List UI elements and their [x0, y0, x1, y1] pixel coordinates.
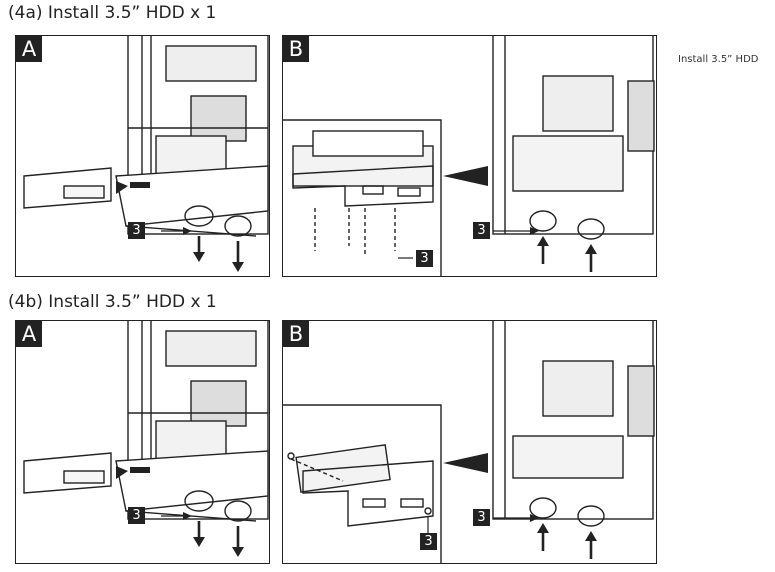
panel-label: B — [283, 321, 309, 347]
section-title: (4b) Install 3.5” HDD x 1 — [8, 292, 217, 312]
panel-label: A — [16, 321, 42, 347]
panel-label: B — [283, 36, 309, 62]
step-badge: 3 — [128, 507, 145, 524]
panel-label: A — [16, 36, 42, 62]
illustration-install-hdd — [283, 321, 655, 563]
side-caption: Install 3.5” HDD — [678, 54, 759, 65]
illustration-remove-tray — [23, 36, 269, 272]
section-title: (4a) Install 3.5” HDD x 1 — [8, 3, 217, 23]
illustration-remove-tray — [23, 321, 269, 557]
panel-a-4b: A 3 — [15, 320, 270, 564]
panel-a-4a: A 3 — [15, 35, 270, 277]
panel-b-4a: B 3 3 — [282, 35, 657, 277]
step-badge: 3 — [420, 533, 437, 550]
step-badge: 3 — [473, 222, 490, 239]
step-badge: 3 — [128, 222, 145, 239]
illustration-install-hdd — [283, 36, 655, 276]
step-badge: 3 — [473, 509, 490, 526]
step-badge: 3 — [416, 250, 433, 267]
panel-b-4b: B 3 3 — [282, 320, 657, 564]
